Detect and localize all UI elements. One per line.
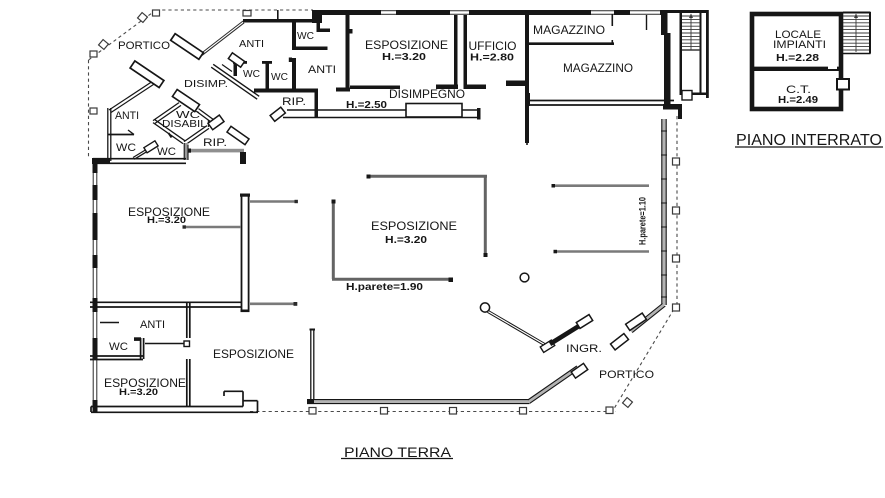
svg-text:PORTICO: PORTICO (599, 369, 654, 381)
svg-text:UFFICIO: UFFICIO (469, 39, 517, 53)
svg-text:WC: WC (243, 69, 260, 80)
svg-text:H.=2.50: H.=2.50 (346, 99, 387, 111)
svg-text:ANTI: ANTI (308, 64, 336, 76)
svg-text:WC: WC (297, 31, 314, 42)
svg-text:WC: WC (271, 72, 288, 83)
svg-text:ANTI: ANTI (140, 319, 165, 331)
svg-text:H.=2.49: H.=2.49 (778, 95, 818, 106)
svg-text:H.parete=1.10: H.parete=1.10 (638, 197, 649, 245)
svg-text:WC: WC (109, 341, 128, 353)
svg-text:RIP.: RIP. (203, 137, 227, 149)
svg-text:PORTICO: PORTICO (118, 40, 170, 52)
svg-text:ESPOSIZIONE: ESPOSIZIONE (104, 376, 186, 390)
svg-text:H.=3.20: H.=3.20 (147, 215, 186, 225)
svg-text:H.=2.28: H.=2.28 (776, 53, 820, 64)
svg-text:IMPIANTI: IMPIANTI (773, 39, 826, 51)
svg-text:ANTI: ANTI (115, 110, 139, 122)
svg-text:H.parete=1.90: H.parete=1.90 (346, 281, 423, 293)
svg-text:INGR.: INGR. (566, 343, 602, 355)
svg-text:DISABILI: DISABILI (162, 119, 210, 130)
svg-text:ESPOSIZIONE: ESPOSIZIONE (371, 219, 457, 233)
svg-text:ESPOSIZIONE: ESPOSIZIONE (213, 347, 294, 361)
svg-text:PIANO TERRA: PIANO TERRA (344, 444, 452, 460)
svg-text:H.=3.20: H.=3.20 (385, 234, 427, 246)
svg-text:H.=3.20: H.=3.20 (119, 387, 158, 397)
svg-text:C.T.: C.T. (786, 84, 811, 96)
svg-text:PIANO INTERRATO: PIANO INTERRATO (736, 132, 882, 149)
svg-text:LOCALE: LOCALE (775, 29, 821, 41)
svg-text:DISIMPEGNO: DISIMPEGNO (389, 87, 465, 101)
svg-text:WC: WC (116, 142, 136, 154)
svg-text:ANTI: ANTI (239, 39, 264, 50)
svg-text:DISIMP.: DISIMP. (184, 79, 228, 90)
svg-text:MAGAZZINO: MAGAZZINO (533, 23, 605, 37)
svg-text:RIP.: RIP. (282, 96, 306, 108)
svg-text:ESPOSIZIONE: ESPOSIZIONE (365, 38, 448, 52)
svg-text:WC: WC (157, 146, 176, 158)
svg-text:ESPOSIZIONE: ESPOSIZIONE (128, 205, 210, 219)
svg-text:H.=3.20: H.=3.20 (382, 51, 426, 63)
svg-text:H.=2.80: H.=2.80 (470, 52, 514, 64)
svg-text:WC: WC (176, 110, 200, 121)
svg-text:MAGAZZINO: MAGAZZINO (563, 61, 633, 75)
